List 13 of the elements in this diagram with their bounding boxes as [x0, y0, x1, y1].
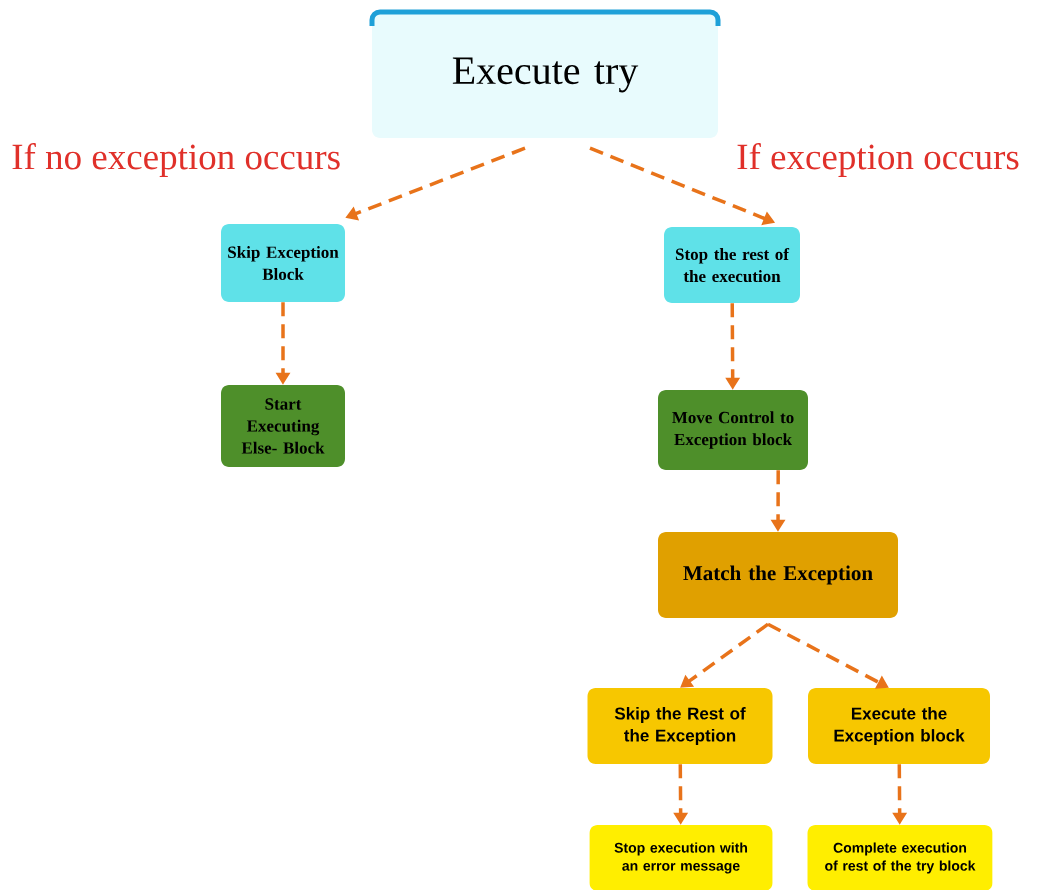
process-box: Skip the Rest of the Exception: [587, 688, 773, 764]
arrow: [680, 622, 770, 688]
process-box: Complete execution of rest of the try block: [807, 825, 993, 890]
start-box: Execute try: [369, 9, 721, 138]
edge-label: If no exception occurs: [12, 143, 340, 177]
process-box: Stop execution with an error message: [589, 825, 773, 890]
process-box: Execute the Exception block: [808, 688, 990, 764]
process-box: Move Control to Exception block: [658, 390, 808, 470]
process-box: Start Executing Else- Block: [221, 385, 345, 467]
process-box: Skip Exception Block: [221, 224, 345, 302]
process-box: Match the Exception: [658, 532, 898, 618]
edge-label: If exception occurs: [737, 143, 1019, 177]
process-box: Stop the rest of the execution: [664, 227, 800, 303]
